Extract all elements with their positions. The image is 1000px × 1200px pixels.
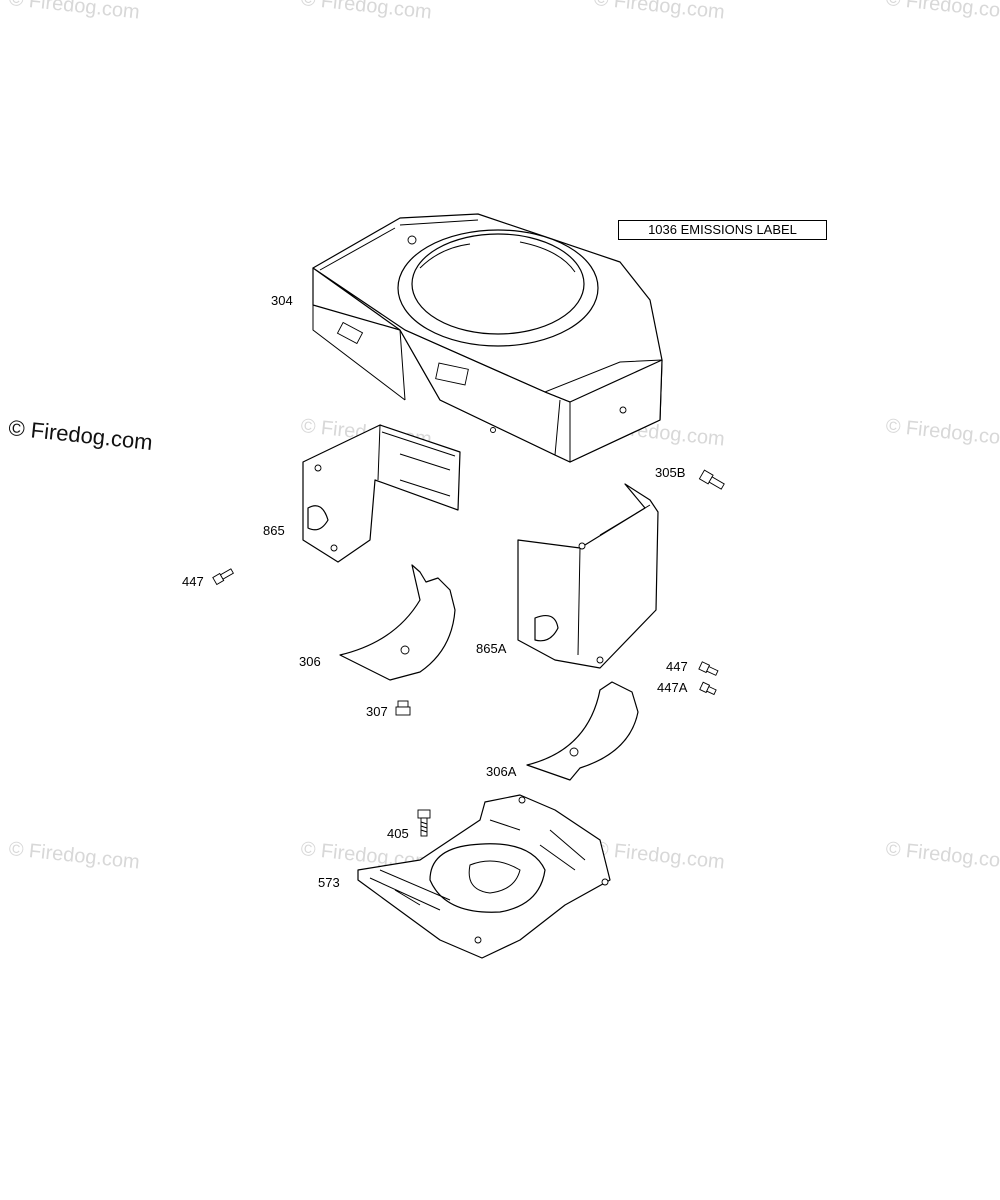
callout-305b: 305B	[655, 465, 686, 480]
callout-447-right: 447	[666, 659, 688, 674]
air-guide-306a	[526, 681, 639, 781]
callout-447a: 447A	[657, 680, 688, 695]
screw-305b-icon	[698, 469, 725, 490]
callout-865a: 865A	[476, 641, 507, 656]
screw-307-icon	[395, 700, 411, 716]
base-shroud-573	[357, 794, 611, 959]
cylinder-baffle-865a	[517, 483, 659, 669]
bolt-405-icon	[417, 809, 431, 837]
emissions-label-box: 1036 EMISSIONS LABEL	[618, 220, 827, 240]
screw-447a-icon	[699, 681, 717, 696]
callout-306a: 306A	[486, 764, 517, 779]
cylinder-baffle-865	[302, 424, 461, 563]
blower-housing-304	[312, 213, 663, 463]
callout-405: 405	[387, 826, 409, 841]
callout-304: 304	[271, 293, 293, 308]
callout-447-left: 447	[182, 574, 204, 589]
callout-573: 573	[318, 875, 340, 890]
callout-865: 865	[263, 523, 285, 538]
screw-447-left-icon	[212, 568, 234, 586]
callout-306: 306	[299, 654, 321, 669]
callout-307: 307	[366, 704, 388, 719]
screw-447-right-icon	[698, 661, 719, 676]
air-guide-306	[339, 564, 456, 681]
